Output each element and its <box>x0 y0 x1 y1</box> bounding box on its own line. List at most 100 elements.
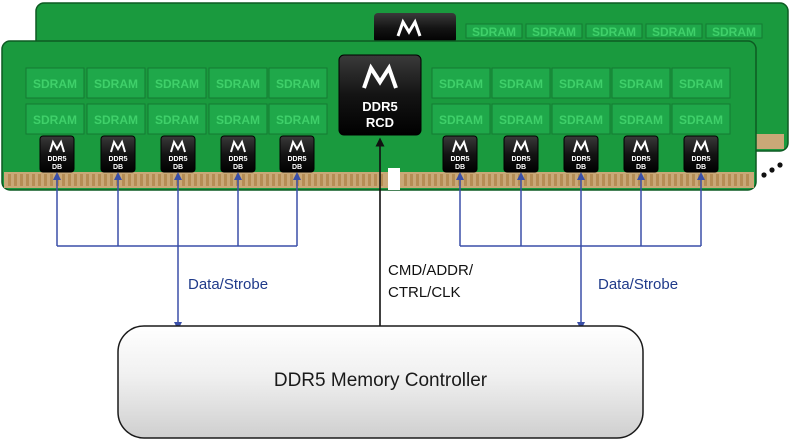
sdram-chip: SDRAM <box>465 23 523 39</box>
db-line2: DB <box>173 164 183 171</box>
sdram-label: SDRAM <box>216 77 260 91</box>
db-line2: DB <box>516 164 526 171</box>
sdram-label: SDRAM <box>94 77 138 91</box>
cmd-addr-label-line1: CMD/ADDR/ <box>388 262 473 279</box>
sdram-chip: SDRAM <box>25 67 85 99</box>
sdram-chip: SDRAM <box>431 103 491 135</box>
sdram-chip: SDRAM <box>147 103 207 135</box>
sdram-chip: SDRAM <box>645 23 703 39</box>
sdram-label: SDRAM <box>679 77 723 91</box>
data-bus-right <box>456 172 705 330</box>
sdram-chip: SDRAM <box>671 67 731 99</box>
sdram-label: SDRAM <box>652 25 696 39</box>
db-line1: DDR5 <box>47 156 66 163</box>
sdram-label: SDRAM <box>619 77 663 91</box>
sdram-chip: SDRAM <box>671 103 731 135</box>
db-line2: DB <box>636 164 646 171</box>
db-line2: DB <box>292 164 302 171</box>
db-line2: DB <box>576 164 586 171</box>
sdram-label: SDRAM <box>559 113 603 127</box>
sdram-label: SDRAM <box>679 113 723 127</box>
sdram-label: SDRAM <box>155 77 199 91</box>
vendor-logo-icon <box>170 139 186 153</box>
vendor-logo-icon <box>110 139 126 153</box>
sdram-chip: SDRAM <box>551 67 611 99</box>
sdram-chip: SDRAM <box>491 103 551 135</box>
sdram-label: SDRAM <box>499 113 543 127</box>
db-line2: DB <box>455 164 465 171</box>
db-line2: DB <box>52 164 62 171</box>
sdram-label: SDRAM <box>712 25 756 39</box>
vendor-logo-icon <box>693 139 709 153</box>
memory-controller <box>117 325 644 439</box>
vendor-logo-icon <box>452 139 468 153</box>
sdram-chip: SDRAM <box>86 103 146 135</box>
db-line1: DDR5 <box>571 156 590 163</box>
db-line1: DDR5 <box>631 156 650 163</box>
sdram-label: SDRAM <box>276 113 320 127</box>
db-line1: DDR5 <box>287 156 306 163</box>
sdram-chip: SDRAM <box>268 103 328 135</box>
vendor-logo-icon <box>289 139 305 153</box>
db-line1: DDR5 <box>168 156 187 163</box>
sdram-label: SDRAM <box>33 77 77 91</box>
sdram-chip: SDRAM <box>86 67 146 99</box>
sdram-chip: SDRAM <box>611 67 671 99</box>
db-line1: DDR5 <box>691 156 710 163</box>
sdram-label: SDRAM <box>94 113 138 127</box>
sdram-chip: SDRAM <box>268 67 328 99</box>
cmd-addr-label: CMD/ADDR/ CTRL/CLK <box>388 260 473 304</box>
sdram-label: SDRAM <box>33 113 77 127</box>
db-line2: DB <box>233 164 243 171</box>
data-strobe-label-right: Data/Strobe <box>598 276 679 293</box>
module-key-notch <box>388 168 400 190</box>
db-line1: DDR5 <box>108 156 127 163</box>
sdram-label: SDRAM <box>439 113 483 127</box>
sdram-chip: SDRAM <box>585 23 643 39</box>
cmd-addr-label-line2: CTRL/CLK <box>388 284 461 301</box>
sdram-chip: SDRAM <box>147 67 207 99</box>
sdram-chip: SDRAM <box>208 103 268 135</box>
sdram-chip: SDRAM <box>25 103 85 135</box>
sdram-label: SDRAM <box>155 113 199 127</box>
sdram-chip: SDRAM <box>431 67 491 99</box>
rcd-line1: DDR5 <box>362 99 397 114</box>
db-line1: DDR5 <box>511 156 530 163</box>
sdram-chip: SDRAM <box>611 103 671 135</box>
db-line1: DDR5 <box>228 156 247 163</box>
sdram-label: SDRAM <box>439 77 483 91</box>
sdram-label: SDRAM <box>216 113 260 127</box>
data-bus-left <box>53 172 301 330</box>
db-line2: DB <box>113 164 123 171</box>
db-line1: DDR5 <box>450 156 469 163</box>
sdram-chip: SDRAM <box>551 103 611 135</box>
vendor-logo-icon <box>230 139 246 153</box>
sdram-label: SDRAM <box>276 77 320 91</box>
sdram-chip: SDRAM <box>525 23 583 39</box>
sdram-label: SDRAM <box>472 25 516 39</box>
controller-label: DDR5 Memory Controller <box>273 370 488 391</box>
sdram-chip: SDRAM <box>491 67 551 99</box>
vendor-logo-icon <box>513 139 529 153</box>
sdram-label: SDRAM <box>619 113 663 127</box>
sdram-label: SDRAM <box>532 25 576 39</box>
sdram-chip: SDRAM <box>705 23 763 39</box>
vendor-logo-icon <box>362 63 398 89</box>
db-line2: DB <box>696 164 706 171</box>
vendor-logo-icon <box>633 139 649 153</box>
data-strobe-label-left: Data/Strobe <box>188 276 269 293</box>
sdram-chip: SDRAM <box>208 67 268 99</box>
rcd-chip: DDR5 RCD <box>338 54 422 136</box>
sdram-label: SDRAM <box>592 25 636 39</box>
